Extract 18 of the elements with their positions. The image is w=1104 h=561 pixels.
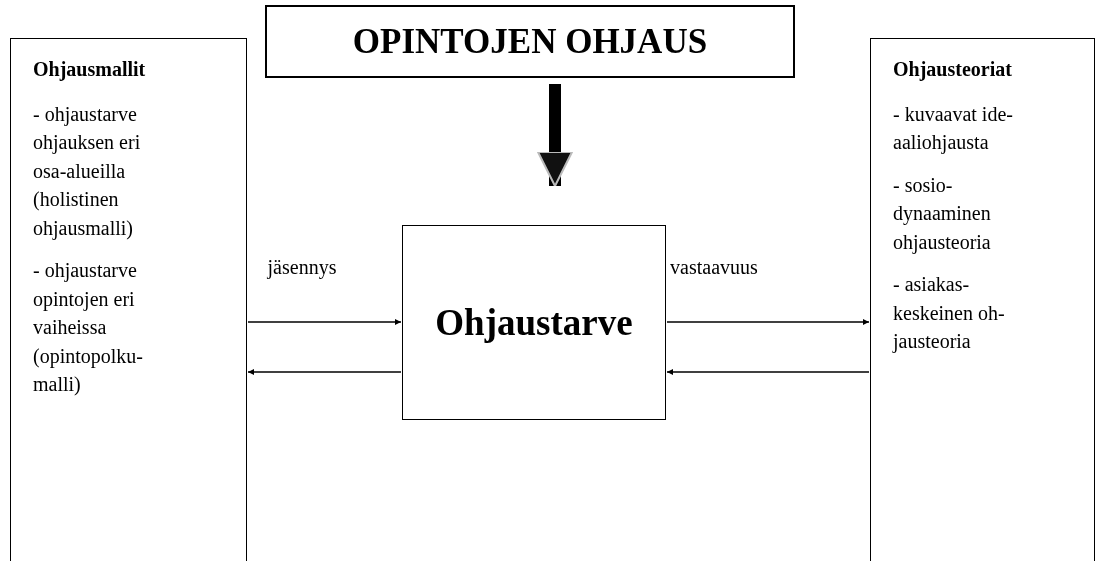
list-item: - ohjaustarve ohjauksen eri osa-alueilla (holistinen ohjausmalli): [33, 101, 142, 242]
panel: [10, 38, 247, 561]
panel-heading: Ohjausmallit: [33, 57, 147, 83]
arrow: [247, 319, 402, 325]
box-label: Ohjaustarve: [435, 301, 633, 344]
panel: [870, 38, 1095, 561]
list-item: - asiakas- keskeinen oh- jausteoria: [893, 272, 1006, 355]
arrow: [247, 369, 402, 375]
title: OPINTOJEN OHJAUS: [352, 21, 708, 62]
panel-heading: Ohjausteoriat: [893, 57, 1013, 83]
process-box: [402, 225, 666, 420]
block-arrow: [537, 84, 573, 187]
list-item: - sosio- dynaaminen ohjausteoria: [893, 172, 992, 256]
arrow: [666, 319, 870, 325]
arrow: [666, 369, 870, 375]
list-item: - kuvaavat ide- aaliohjausta: [893, 101, 1014, 156]
title-box: [265, 5, 795, 78]
list-item: - ohjaustarve opintojen eri vaiheissa (opintopolku- malli): [33, 258, 144, 397]
